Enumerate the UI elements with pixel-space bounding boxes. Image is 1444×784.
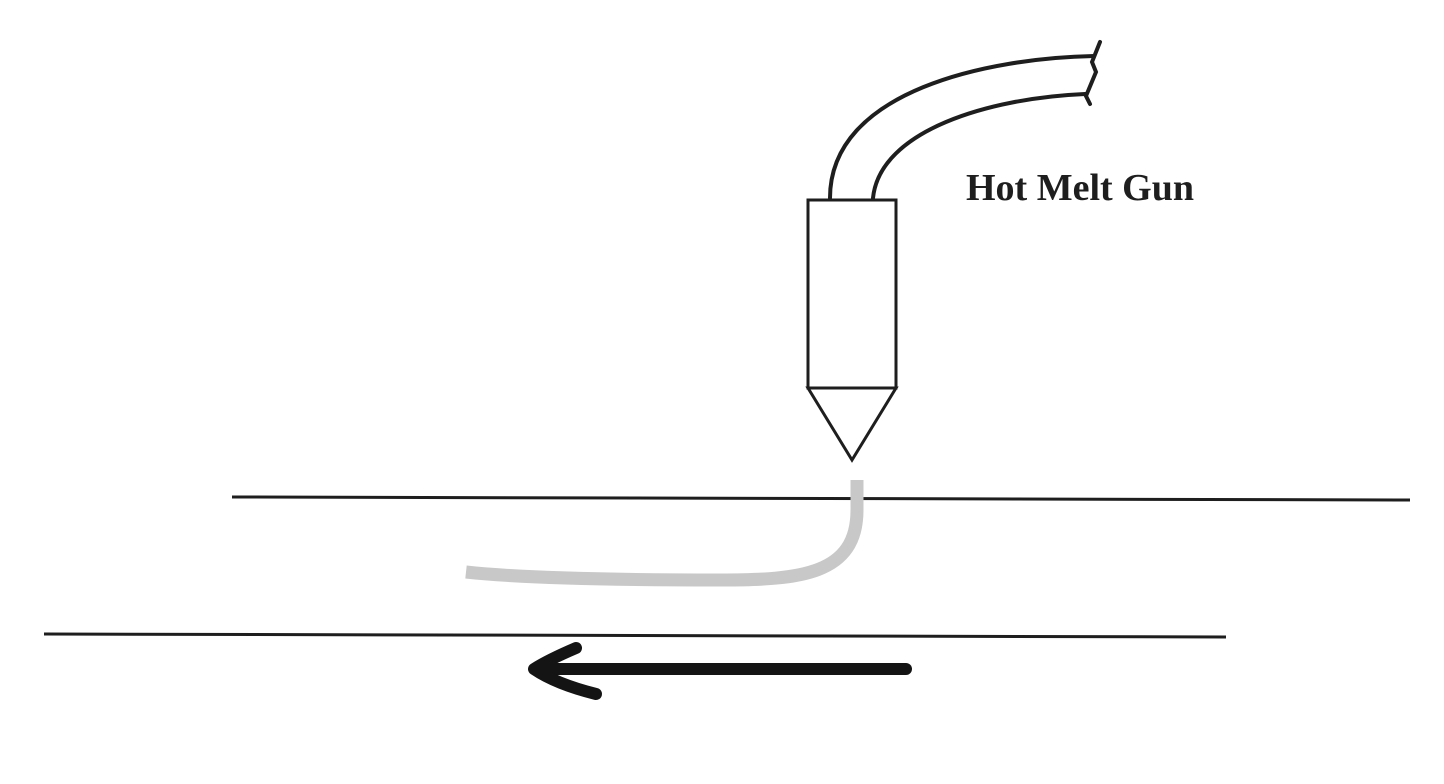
arrow-head (528, 642, 602, 700)
left-arrow-icon (528, 642, 912, 700)
hose-cut-end (1083, 40, 1102, 106)
hot-melt-gun-label: Hot Melt Gun (966, 167, 1194, 209)
hose (828, 40, 1102, 200)
adhesive-bead (465, 480, 864, 587)
hose-inner-edge (871, 92, 1087, 200)
substrate-top-line (231, 495, 1411, 502)
hot-melt-gun-icon (805, 198, 899, 463)
substrate-bottom-line (43, 632, 1227, 639)
hose-outer-edge (828, 54, 1096, 200)
gun-body (806, 198, 898, 390)
gun-nozzle (805, 386, 899, 463)
